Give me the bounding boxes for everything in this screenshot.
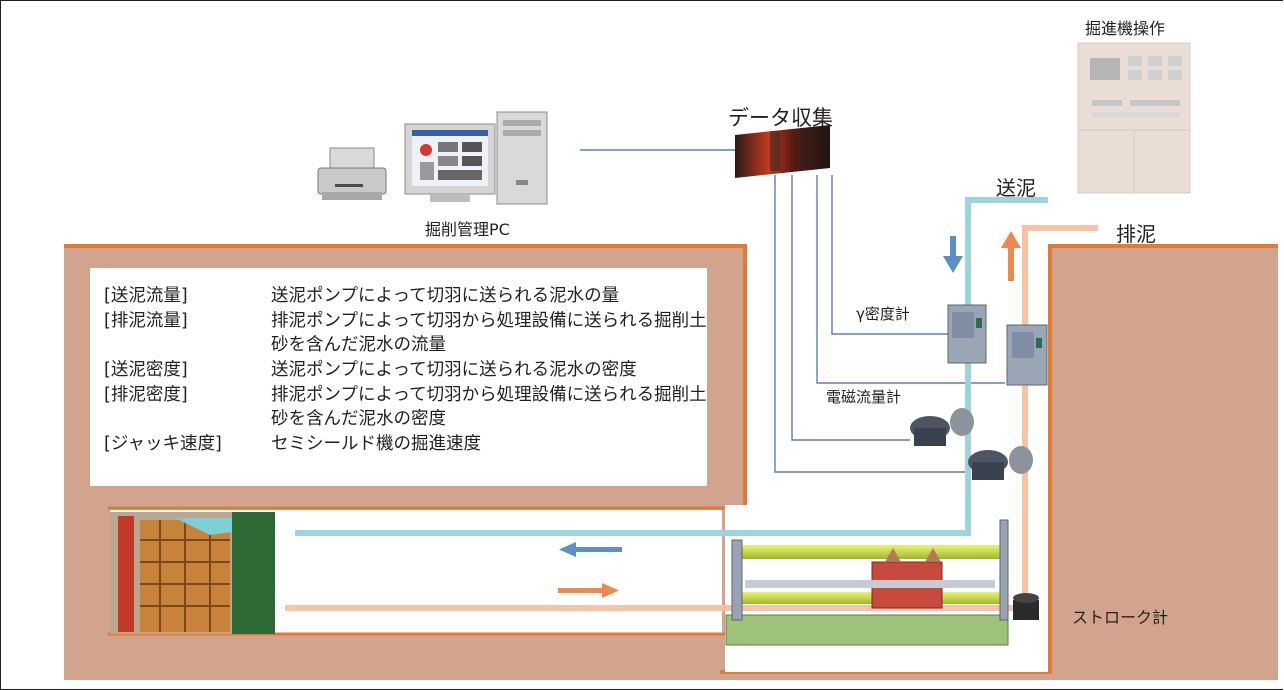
legend-desc: 送泥ポンプによって切羽に送られる泥水の量 xyxy=(271,286,620,306)
em-flowmeter-2-icon xyxy=(968,446,1033,480)
legend-desc: 排泥ポンプによって切羽から処理設備に送られる掘削土砂を含んだ泥水の密度 xyxy=(271,385,707,429)
legend-term: [排泥流量] xyxy=(104,311,188,331)
feed-down-arrow-icon xyxy=(943,236,963,273)
legend-desc: 排泥ポンプによって切羽から処理設備に送られる掘削土砂を含んだ泥水の流量 xyxy=(271,311,707,355)
gamma-densitometer-label: γ密度計 xyxy=(856,305,910,323)
legend-term: [送泥流量] xyxy=(104,286,188,306)
pc-computer-icon xyxy=(404,111,548,205)
shaft-wall-right xyxy=(1050,244,1278,680)
em-flowmeter-label: 電磁流量計 xyxy=(826,388,902,406)
stroke-meter-label: ストローク計 xyxy=(1072,608,1169,627)
legend-desc: セミシールド機の掘進速度 xyxy=(271,434,481,454)
ground-edge-left xyxy=(64,244,747,508)
line-gamma-1 xyxy=(831,175,948,335)
line-gamma-2 xyxy=(816,175,1005,384)
operation-console-icon xyxy=(1077,42,1191,194)
signal-lines xyxy=(580,149,1005,473)
em-flowmeter-1-icon xyxy=(910,408,974,446)
legend-desc: 送泥ポンプによって切羽に送られる泥水の密度 xyxy=(271,360,637,380)
legend-row: [送泥流量] 送泥ポンプによって切羽に送られる泥水の量 xyxy=(104,284,707,308)
pipes xyxy=(285,197,1098,611)
feed-left-arrow-icon xyxy=(559,542,622,557)
jacking-machine-illustration xyxy=(725,519,1009,646)
data-collector-rack-icon xyxy=(735,125,830,178)
flow-arrows xyxy=(558,231,1021,598)
pc-label: 掘削管理PC xyxy=(425,220,510,239)
data-collection-label: データ収集 xyxy=(728,106,833,130)
discharge-mud-label: 排泥 xyxy=(1116,222,1156,246)
legend-row: [排泥流量] 排泥ポンプによって切羽から処理設備に送られる掘削土砂を含んだ泥水の… xyxy=(104,309,707,357)
legend-term: [排泥密度] xyxy=(104,385,188,405)
feed-pipe xyxy=(295,197,1048,536)
gamma-densitometer-2-icon xyxy=(1006,324,1048,386)
cutter-face-illustration xyxy=(110,512,275,634)
feed-mud-label: 送泥 xyxy=(996,176,1036,200)
line-flow-2 xyxy=(774,175,968,473)
legend-term: [送泥密度] xyxy=(104,360,188,380)
legend-term: [ジャッキ速度] xyxy=(104,434,222,454)
legend-box: [送泥流量] 送泥ポンプによって切羽に送られる泥水の量 [排泥流量] 排泥ポンプ… xyxy=(90,268,707,486)
line-flow-1 xyxy=(791,175,910,441)
machine-operation-label: 掘進機操作 xyxy=(1085,19,1166,38)
legend-row: [排泥密度] 排泥ポンプによって切羽から処理設備に送られる掘削土砂を含んだ泥水の… xyxy=(104,383,707,431)
discharge-right-arrow-icon xyxy=(558,583,619,598)
legend-row: [ジャッキ速度] セミシールド機の掘進速度 xyxy=(104,432,707,456)
gamma-densitometer-1-icon xyxy=(947,304,987,364)
legend-row: [送泥密度] 送泥ポンプによって切羽に送られる泥水の密度 xyxy=(104,358,707,382)
printer-icon xyxy=(317,147,387,200)
discharge-pipe xyxy=(285,225,1098,611)
discharge-up-arrow-icon xyxy=(1001,231,1021,281)
stroke-meter-icon xyxy=(1013,593,1039,620)
